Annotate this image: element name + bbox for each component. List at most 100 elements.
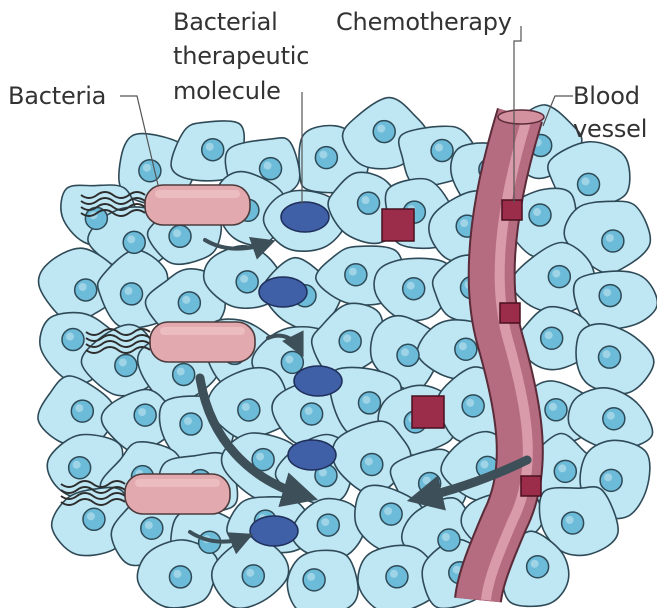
nucleus-highlight [119, 358, 127, 366]
nucleus-highlight [321, 518, 329, 526]
nucleus-highlight [138, 408, 146, 416]
bacterium-highlight [155, 190, 240, 198]
nucleus-highlight [545, 331, 553, 339]
nucleus-highlight [435, 144, 443, 152]
cell-nucleus [62, 329, 84, 351]
cell-nucleus [397, 344, 419, 366]
nucleus-highlight [377, 125, 385, 133]
nucleus-highlight [459, 342, 467, 350]
cell-nucleus [301, 403, 323, 425]
cell-nucleus [115, 354, 137, 376]
chemotherapy-drug-square [521, 476, 541, 496]
nucleus-highlight [242, 403, 250, 411]
label-bacterial-therapeutic-molecule-line1: Bacterial [173, 8, 278, 37]
cell-nucleus [600, 469, 622, 491]
cell-nucleus [380, 503, 402, 525]
nucleus-highlight [256, 453, 264, 461]
nucleus-highlight [401, 348, 409, 356]
nucleus-highlight [319, 151, 327, 159]
nucleus-highlight [240, 275, 248, 283]
cell-nucleus [386, 566, 408, 588]
cell-nucleus [315, 147, 337, 169]
nucleus-highlight [552, 270, 560, 278]
cell-nucleus [281, 351, 303, 373]
nucleus-highlight [442, 533, 450, 541]
cell-nucleus [403, 278, 425, 300]
nucleus-highlight [531, 560, 539, 568]
cell-nucleus [123, 231, 145, 253]
cell-nucleus [141, 517, 163, 539]
cell-nucleus [71, 400, 93, 422]
cell-nucleus [121, 283, 143, 305]
nucleus-highlight [606, 234, 614, 242]
nucleus-highlight [182, 296, 190, 304]
nucleus-highlight [603, 289, 611, 297]
cell-nucleus [173, 363, 195, 385]
nucleus-highlight [305, 407, 313, 415]
nucleus-highlight [264, 162, 272, 170]
cell-nucleus [75, 279, 97, 301]
nucleus-highlight [365, 457, 373, 465]
cell-nucleus [242, 565, 264, 587]
nucleus-highlight [145, 521, 153, 529]
nucleus-highlight [604, 473, 612, 481]
nucleus-highlight [607, 412, 615, 420]
cell-nucleus [345, 264, 367, 286]
cell-nucleus [602, 230, 624, 252]
chemotherapy-drug-square [382, 209, 414, 241]
nucleus-highlight [143, 164, 151, 172]
nucleus-highlight [460, 219, 468, 227]
cell-nucleus [541, 327, 563, 349]
label-bacterial-therapeutic-molecule-line2: therapeutic [173, 42, 309, 71]
cell-nucleus [438, 529, 460, 551]
nucleus-highlight [466, 399, 474, 407]
label-blood-vessel-line2: vessel [573, 115, 647, 144]
nucleus-highlight [480, 460, 488, 468]
nucleus-highlight [566, 516, 574, 524]
cell-nucleus [455, 338, 477, 360]
cell-nucleus [169, 566, 191, 588]
cell-nucleus [545, 399, 567, 421]
cell-nucleus [339, 330, 361, 352]
chemotherapy-drug-square [502, 200, 522, 220]
nucleus-highlight [549, 403, 557, 411]
cell-nucleus [260, 158, 282, 180]
nucleus-highlight [127, 235, 135, 243]
cell-nucleus [562, 512, 584, 534]
nucleus-highlight [246, 569, 254, 577]
cell-nucleus [169, 225, 191, 247]
nucleus-highlight [184, 417, 192, 425]
cell-nucleus [303, 569, 325, 591]
cell-nucleus [578, 173, 600, 195]
cell-nucleus [603, 408, 625, 430]
blood-vessel-opening [498, 110, 544, 124]
nucleus-highlight [73, 461, 81, 469]
cell-nucleus [598, 346, 620, 368]
cell-nucleus [529, 204, 551, 226]
therapeutic-molecule [259, 277, 307, 307]
nucleus-highlight [173, 570, 181, 578]
therapeutic-molecule [281, 202, 329, 232]
nucleus-highlight [362, 396, 370, 404]
cell-nucleus [202, 139, 224, 161]
label-bacteria: Bacteria [8, 82, 106, 111]
label-bacterial-therapeutic-molecule-line3: molecule [173, 77, 281, 106]
nucleus-highlight [558, 464, 566, 472]
cell-nucleus [139, 160, 161, 182]
chemotherapy-drug-square [412, 396, 444, 428]
cell-nucleus [431, 140, 453, 162]
cell-nucleus [361, 453, 383, 475]
nucleus-highlight [349, 268, 357, 276]
therapeutic-molecule [250, 516, 298, 546]
nucleus-highlight [602, 350, 610, 358]
chemotherapy-drug-square [500, 303, 520, 323]
nucleus-highlight [173, 229, 181, 237]
cell-nucleus [69, 457, 91, 479]
nucleus-highlight [87, 512, 95, 520]
cell-nucleus [548, 266, 570, 288]
nucleus-highlight [206, 143, 214, 151]
therapeutic-molecule [294, 366, 342, 396]
nucleus-highlight [390, 570, 398, 578]
cell-nucleus [236, 271, 258, 293]
